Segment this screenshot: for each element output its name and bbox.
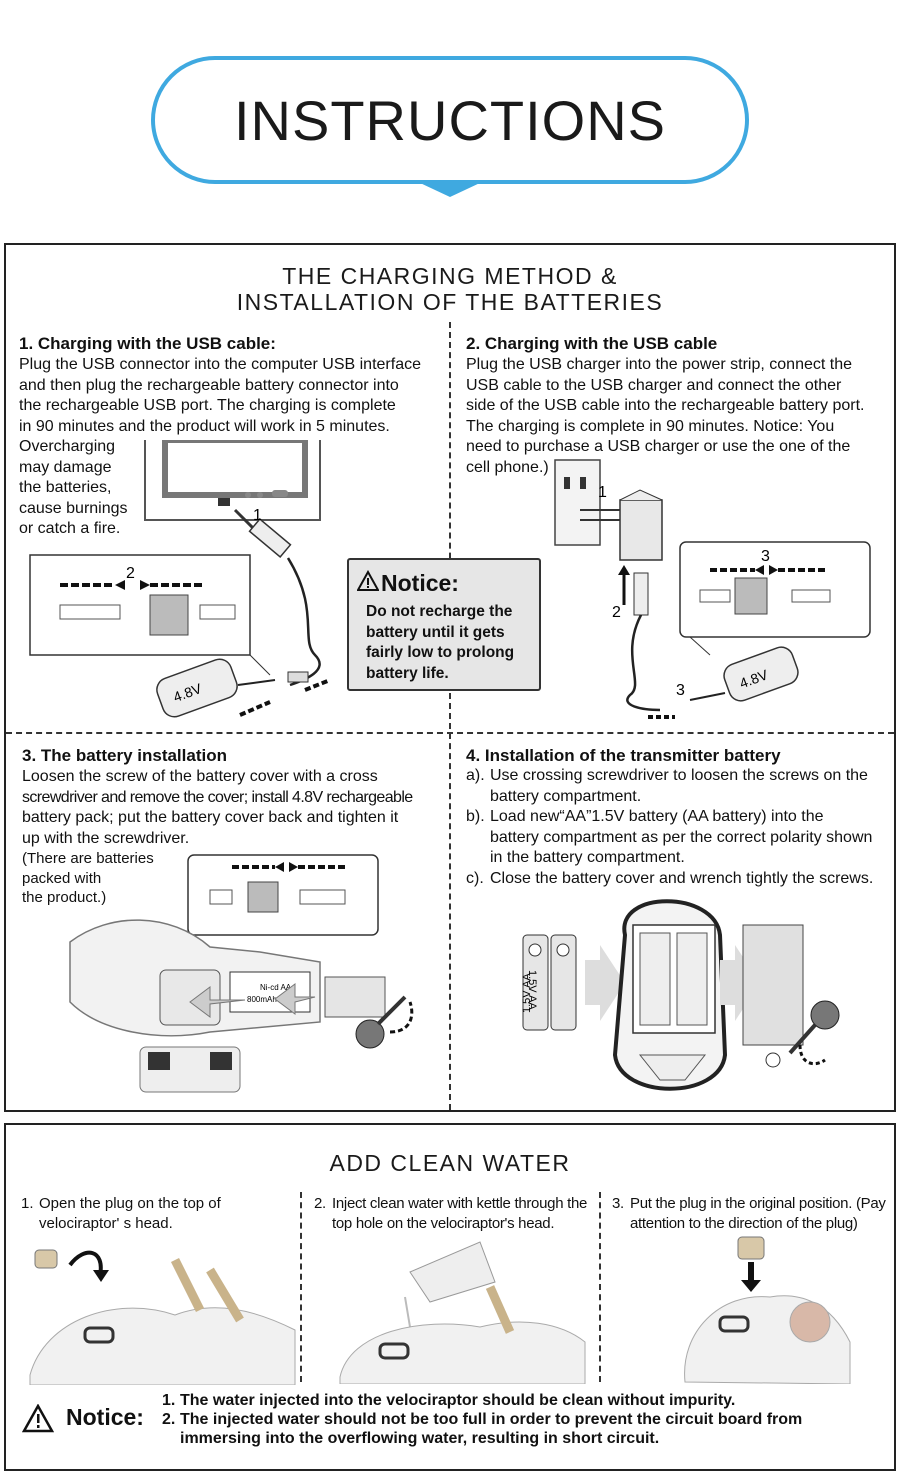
text-line: Do not recharge the — [366, 603, 513, 620]
text-line: cell phone.) — [466, 458, 549, 476]
text-line: or catch a fire. — [19, 520, 121, 537]
list-marker: c). — [466, 869, 484, 887]
section-3-heading: 3. The battery installation — [22, 746, 227, 765]
list-item-text: The water injected into the velociraptor… — [180, 1392, 736, 1409]
text-line: cause burnings — [19, 499, 128, 517]
text-line: need to purchase a USB charger or use th… — [466, 438, 851, 455]
notice-text: Do not recharge the battery until it get… — [366, 602, 538, 684]
text-line: Loosen the screw of the battery cover wi… — [22, 768, 378, 785]
section-4-steps: a). Use crossing screwdriver to loosen th… — [466, 766, 876, 889]
vertical-divider — [449, 322, 451, 1110]
warning-icon — [22, 1404, 54, 1433]
text-line: Overcharging — [19, 438, 116, 455]
list-item-text: Use crossing screwdriver to loosen the s… — [490, 767, 868, 805]
water-notice-text: 1.The water injected into the velocirapt… — [162, 1391, 862, 1448]
list-marker: 3. — [612, 1195, 624, 1212]
inject-water-illustration — [339, 1241, 586, 1384]
vertical-divider — [599, 1192, 601, 1382]
list-marker: 2. — [314, 1195, 326, 1212]
section-1-text: Plug the USB connector into the computer… — [19, 355, 444, 540]
list-item: 1. Open the plug on the top of velocirapt… — [21, 1194, 291, 1233]
notice-box: Notice: Do not recharge the battery unti… — [347, 558, 541, 691]
text-line: up with the screwdriver. — [22, 829, 190, 847]
step-2-label: 2 — [126, 565, 135, 582]
usb-charger-charging-illustration: 1 2 3 4.8V 3 — [554, 459, 871, 719]
text-line: Plug the USB connector into the computer… — [19, 356, 421, 373]
section-3-text: Loosen the screw of the battery cover wi… — [22, 767, 446, 849]
close-plug-illustration — [684, 1236, 851, 1384]
step-3-label: 3 — [676, 682, 685, 699]
list-marker: 1. — [162, 1392, 176, 1409]
list-item-text: Put the plug in the original position. (… — [630, 1195, 886, 1232]
battery-pack-label: Ni-cd AA — [260, 983, 292, 992]
batteries-included-note: (There are batteries packed with the pro… — [22, 849, 192, 908]
text-line: battery until it gets — [366, 623, 505, 641]
notice-label: Notice: — [381, 570, 459, 596]
notice-label: Notice: — [66, 1404, 144, 1430]
list-item: 1.The water injected into the velocirapt… — [162, 1391, 862, 1410]
water-section-title: ADD CLEAN WATER — [329, 1150, 571, 1176]
list-item: 3. Put the plug in the original position.… — [612, 1194, 887, 1233]
text-line: (There are batteries — [22, 850, 154, 867]
text-line: USB cable to the USB charger and connect… — [466, 376, 842, 394]
warning-icon — [357, 570, 379, 591]
section-2-heading: 2. Charging with the USB cable — [466, 334, 718, 353]
usb-computer-charging-illustration: 2 1 4.8V — [29, 440, 331, 718]
step-1-label: 1 — [598, 484, 607, 501]
text-line: The charging is complete in 90 minutes. … — [466, 417, 835, 435]
text-line: the rechargeable USB port. The charging … — [19, 397, 396, 414]
list-item-text: Open the plug on the top of velociraptor… — [39, 1195, 221, 1232]
header-bubble — [151, 56, 749, 197]
section-1-heading: 1. Charging with the USB cable: — [19, 334, 276, 353]
water-section — [4, 1123, 896, 1471]
text-line: in 90 minutes and the product will work … — [19, 417, 390, 435]
aa-battery-label: 1.5V AA — [526, 970, 538, 1010]
text-line: the batteries, — [19, 479, 112, 496]
section-4-heading: 4. Installation of the transmitter batte… — [466, 746, 781, 765]
text-line: side of the USB cable into the rechargea… — [466, 397, 865, 414]
charging-section-title: THE CHARGING METHOD & INSTALLATION OF TH… — [236, 263, 664, 315]
aa-battery-label: 1.5V AA — [521, 973, 533, 1013]
text-line: the product.) — [22, 889, 107, 906]
battery-pack-label: 800mAh 4.8V — [247, 995, 296, 1004]
vertical-divider — [300, 1192, 302, 1382]
list-item-text: Inject clean water with kettle through t… — [332, 1195, 588, 1232]
list-item: 2.The injected water should not be too f… — [162, 1410, 862, 1448]
list-item: b). Load new“AA”1.5V battery (AA battery)… — [466, 807, 876, 869]
water-step-3: 3. Put the plug in the original position.… — [612, 1194, 887, 1233]
text-line: packed with — [22, 869, 102, 887]
list-marker: a). — [466, 767, 485, 784]
text-line: may damage — [19, 458, 112, 476]
step-3-label: 3 — [761, 548, 770, 565]
list-marker: b). — [466, 808, 485, 825]
list-item: 2. Inject clean water with kettle through… — [314, 1194, 594, 1233]
list-item: a). Use crossing screwdriver to loosen th… — [466, 766, 876, 807]
water-step-2: 2. Inject clean water with kettle through… — [314, 1194, 594, 1233]
text-line: fairly low to prolong — [366, 644, 515, 661]
text-line: Plug the USB charger into the power stri… — [466, 356, 852, 373]
charging-section — [4, 243, 896, 1112]
list-marker: 2. — [162, 1411, 176, 1428]
transmitter-battery-illustration: 1.5V AA 1.5V AA — [521, 899, 840, 1091]
water-step-1: 1. Open the plug on the top of velocirapt… — [21, 1194, 291, 1233]
step-2-label: 2 — [612, 604, 621, 621]
text-line: battery pack; put the battery cover back… — [22, 809, 399, 826]
text-line: screwdriver and remove the cover; instal… — [22, 788, 413, 806]
step-1-label: 1 — [253, 507, 262, 524]
page-title: INSTRUCTIONS — [234, 89, 666, 152]
list-item-text: The injected water should not be too ful… — [180, 1411, 803, 1447]
list-item-text: Close the battery cover and wrench tight… — [490, 869, 874, 887]
list-item-text: Load new“AA”1.5V battery (AA battery) in… — [490, 808, 873, 866]
list-marker: 1. — [21, 1195, 34, 1212]
open-plug-illustration — [29, 1249, 296, 1385]
horizontal-divider — [6, 732, 894, 734]
list-item: c). Close the battery cover and wrench ti… — [466, 869, 876, 890]
section-2-text: Plug the USB charger into the power stri… — [466, 355, 891, 478]
text-line: and then plug the rechargeable battery c… — [19, 376, 399, 394]
battery-installation-illustration: Ni-cd AA 800mAh 4.8V — [69, 854, 414, 1093]
text-line: battery life. — [366, 664, 449, 682]
